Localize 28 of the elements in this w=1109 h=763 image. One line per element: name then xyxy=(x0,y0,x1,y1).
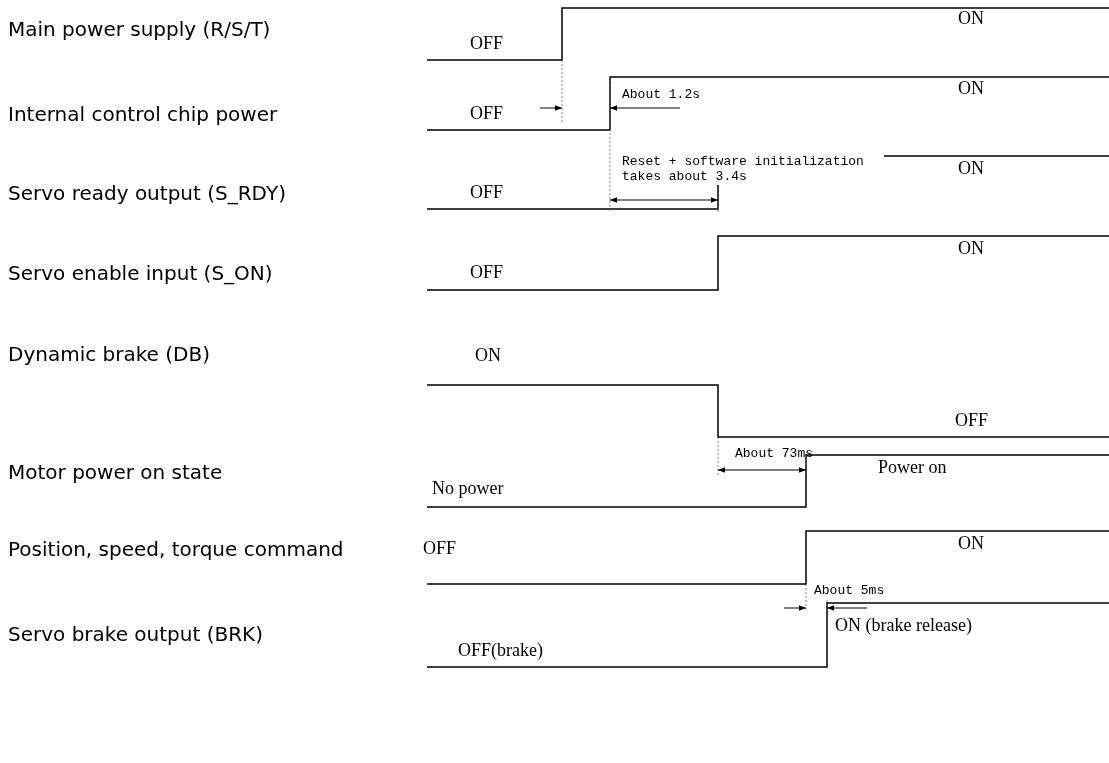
state-label: OFF xyxy=(470,33,504,54)
signal-name: Dynamic brake (DB) xyxy=(8,343,210,366)
state-label: OFF xyxy=(470,182,504,203)
state-label: ON xyxy=(958,8,984,29)
state-label: ON xyxy=(958,158,984,179)
state-label: ON xyxy=(958,78,984,99)
state-label: ON xyxy=(475,345,501,366)
state-label: OFF xyxy=(470,262,504,283)
timing-note: About 1.2s xyxy=(622,88,700,103)
signal-name: Main power supply (R/S/T) xyxy=(8,18,271,41)
timing-note: About 73ms xyxy=(735,447,813,462)
state-label: ON (brake release) xyxy=(835,615,972,636)
signal-name: Internal control chip power xyxy=(8,103,278,126)
state-label: Power on xyxy=(878,457,947,478)
state-label: ON xyxy=(958,238,984,259)
signal-name: Servo enable input (S_ON) xyxy=(8,262,273,285)
signal-name: Servo brake output (BRK) xyxy=(8,623,264,646)
state-label: OFF xyxy=(470,103,504,124)
state-label: OFF xyxy=(955,410,989,431)
signal-name: Position, speed, torque command xyxy=(8,538,344,561)
timing-note: About 5ms xyxy=(814,584,885,599)
state-label: ON xyxy=(958,533,984,554)
state-label: OFF(brake) xyxy=(458,640,543,661)
state-label: No power xyxy=(432,478,504,499)
signal-name: Motor power on state xyxy=(8,461,223,484)
signal-name: Servo ready output (S_RDY) xyxy=(8,182,286,205)
timing-note: Reset + software initialization takes about 3.4s xyxy=(622,155,884,185)
state-label: OFF xyxy=(423,538,457,559)
